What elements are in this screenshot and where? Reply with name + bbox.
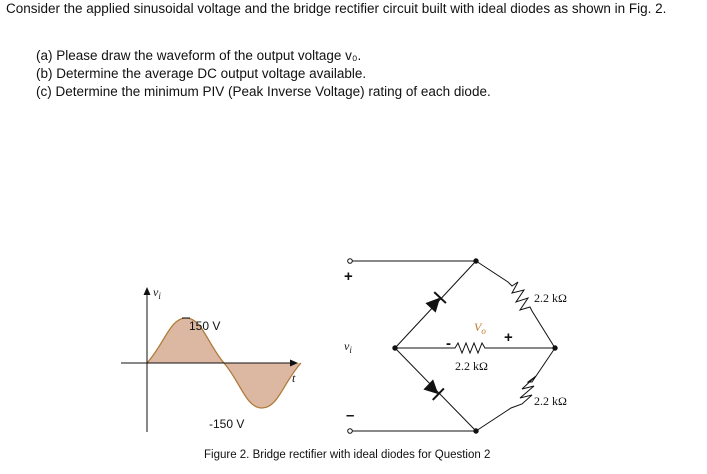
y-axis-label: vi [153,285,161,301]
time-axis-arrow [290,359,298,367]
voltage-axis-arrow [143,287,151,295]
output-minus-sign: - [446,335,451,352]
problem-parts: (a) Please draw the waveform of the outp… [36,47,491,101]
upper-right-branch [475,260,556,349]
negative-peak-label: -150 V [209,417,244,431]
output-plus-sign: + [504,329,513,346]
lower-right-resistor-label: 2.2 kΩ [534,394,567,408]
input-terminal-minus [347,428,353,434]
positive-half-fill [147,318,224,363]
output-voltage-label: Vo [474,320,486,336]
input-minus-sign: – [346,407,354,424]
diode-upper-left [425,291,447,313]
input-plus-sign: + [344,268,353,285]
lower-right-branch [475,347,556,432]
load-resistor-label: 2.2 kΩ [455,359,488,373]
load-resistor-wire [395,341,555,355]
upper-right-resistor-label: 2.2 kΩ [534,291,567,305]
positive-peak-label: 150 V [189,319,220,333]
diode-lower-left [423,379,445,401]
figure-caption: Figure 2. Bridge rectifier with ideal di… [204,449,491,461]
part-a: (a) Please draw the waveform of the outp… [36,48,362,63]
negative-half-fill [224,363,301,408]
input-voltage-label: vi [344,339,352,355]
problem-statement: Consider the applied sinusoidal voltage … [6,1,667,16]
part-c: (c) Determine the minimum PIV (Peak Inve… [36,84,491,99]
part-b: (b) Determine the average DC output volt… [36,66,367,81]
bridge-circuit [347,258,558,434]
input-waveform: vi t 150 V -150 V [121,285,302,432]
input-terminal-plus [347,258,353,264]
x-axis-label: t [292,371,296,385]
